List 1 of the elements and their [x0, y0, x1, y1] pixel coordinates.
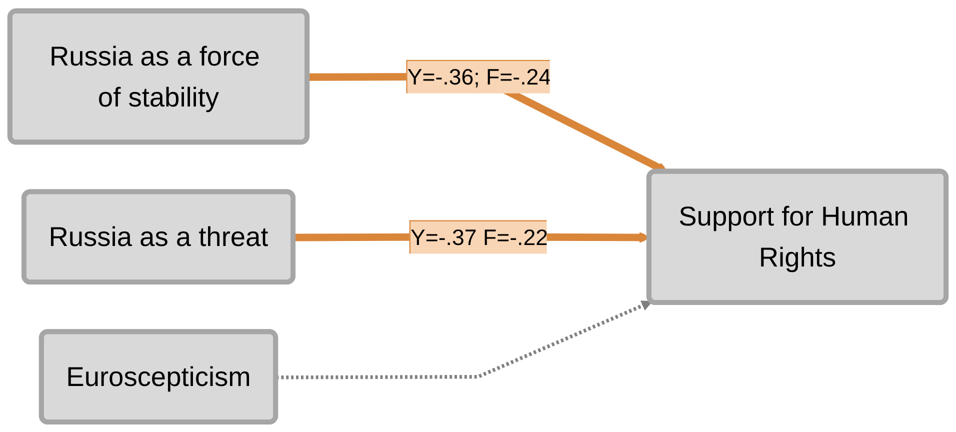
edge-label: Y=-.37 F=-.22 — [410, 224, 548, 250]
